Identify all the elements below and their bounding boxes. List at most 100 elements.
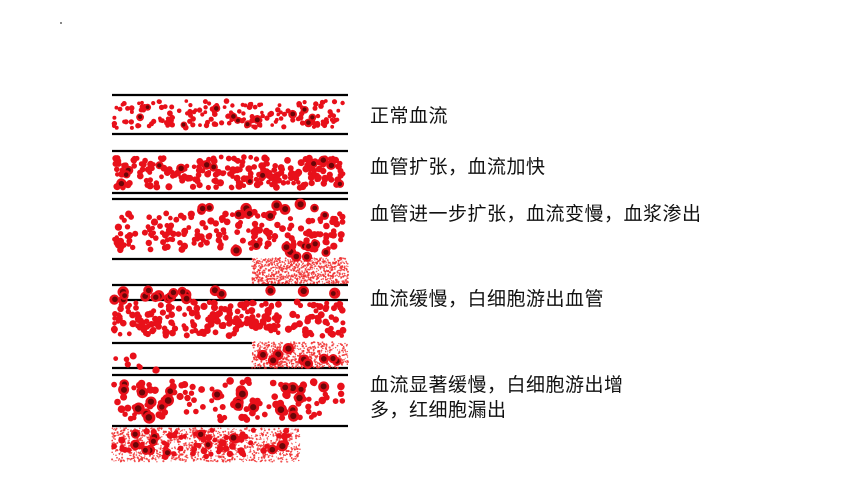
- stage-label-leukocyte-emigration: 血流缓慢，白细胞游出血管: [370, 288, 605, 310]
- plasma-speck: [324, 270, 327, 273]
- plasma-speck: [291, 443, 293, 445]
- red-blood-cell: [111, 120, 118, 127]
- plasma-speck: [245, 458, 247, 461]
- plasma-speck: [255, 276, 257, 278]
- plasma-speck: [285, 450, 288, 453]
- plasma-speck: [250, 437, 252, 439]
- plasma-speck: [275, 452, 278, 454]
- plasma-speck: [179, 440, 181, 443]
- plasma-speck: [339, 349, 341, 351]
- plasma-speck: [280, 266, 283, 269]
- plasma-speck: [200, 458, 202, 461]
- red-blood-cell: [259, 102, 264, 107]
- red-blood-cell: [147, 227, 153, 233]
- plasma-speck: [295, 264, 298, 267]
- plasma-speck: [135, 452, 138, 454]
- red-blood-cell: [124, 404, 132, 412]
- plasma-speck: [291, 428, 293, 430]
- plasma-speck: [174, 447, 176, 450]
- plasma-speck: [267, 455, 270, 457]
- red-blood-cell: [333, 302, 339, 308]
- plasma-speck: [308, 351, 311, 354]
- white-blood-cell-nucleus: [273, 202, 280, 209]
- plasma-speck: [198, 448, 200, 450]
- plasma-speck: [300, 260, 303, 263]
- plasma-speck: [325, 269, 328, 272]
- red-blood-cell: [264, 115, 270, 121]
- plasma-speck: [283, 454, 285, 457]
- red-blood-cell: [302, 100, 307, 105]
- plasma-speck: [119, 433, 122, 436]
- red-blood-cell: [243, 103, 248, 108]
- white-blood-cell-nucleus: [159, 404, 165, 410]
- red-blood-cell: [284, 157, 291, 164]
- plasma-speck: [287, 259, 289, 261]
- white-blood-cell-nucleus: [134, 405, 142, 412]
- red-blood-cell: [270, 123, 275, 127]
- red-blood-cell: [183, 409, 190, 415]
- white-blood-cell-nucleus: [306, 120, 311, 125]
- plasma-speck: [308, 272, 311, 274]
- plasma-speck: [138, 454, 141, 457]
- plasma-speck: [329, 271, 332, 274]
- plasma-speck: [316, 365, 319, 367]
- plasma-speck: [259, 267, 262, 270]
- plasma-speck: [268, 260, 271, 263]
- plasma-speck: [298, 342, 300, 344]
- red-blood-cell: [215, 231, 223, 239]
- plasma-speck: [282, 365, 284, 368]
- plasma-speck: [336, 274, 338, 276]
- plasma-speck: [324, 260, 327, 262]
- plasma-speck: [326, 263, 328, 265]
- plasma-speck: [303, 279, 306, 282]
- plasma-speck: [318, 353, 321, 356]
- red-blood-cell: [114, 223, 122, 231]
- plasma-speck: [267, 263, 270, 266]
- plasma-speck: [216, 455, 218, 457]
- plasma-speck: [253, 261, 255, 264]
- plasma-speck: [293, 429, 295, 431]
- plasma-speck: [197, 453, 199, 455]
- red-blood-cell: [165, 303, 173, 310]
- plasma-speck: [310, 352, 312, 354]
- plasma-speck: [253, 272, 256, 274]
- plasma-speck: [278, 343, 280, 345]
- red-blood-cell: [112, 321, 117, 326]
- red-blood-cell: [128, 213, 133, 218]
- plasma-speck: [258, 363, 261, 366]
- red-blood-cell: [259, 222, 265, 228]
- red-blood-cell: [311, 124, 317, 129]
- plasma-speck: [305, 345, 308, 348]
- plasma-speck: [299, 260, 302, 262]
- white-blood-cell-nucleus: [214, 391, 221, 398]
- red-blood-cell: [245, 317, 253, 325]
- plasma-speck: [301, 271, 304, 273]
- plasma-speck: [279, 273, 282, 276]
- plasma-speck: [128, 439, 130, 441]
- red-blood-cell: [169, 104, 175, 110]
- red-blood-cell: [126, 237, 133, 244]
- red-blood-cell: [207, 101, 212, 106]
- red-blood-cell: [286, 327, 292, 333]
- plasma-speck: [338, 269, 340, 272]
- white-blood-cell-nucleus: [145, 414, 153, 421]
- plasma-speck: [267, 363, 269, 365]
- plasma-speck: [334, 278, 338, 281]
- plasma-speck: [252, 260, 254, 262]
- red-blood-cell: [144, 182, 151, 188]
- red-blood-cell: [250, 427, 256, 433]
- plasma-speck: [273, 441, 276, 444]
- plasma-speck: [332, 366, 334, 368]
- plasma-speck: [278, 363, 281, 366]
- red-blood-cell: [239, 431, 246, 438]
- red-blood-cell: [262, 300, 269, 307]
- red-blood-cell: [149, 327, 156, 335]
- red-blood-cell: [309, 313, 316, 320]
- plasma-speck: [160, 428, 162, 430]
- plasma-speck: [318, 280, 321, 282]
- plasma-speck: [293, 359, 297, 362]
- white-blood-cell-nucleus: [178, 165, 184, 171]
- plasma-speck: [258, 277, 261, 279]
- plasma-speck: [274, 282, 277, 284]
- red-blood-cell: [205, 233, 212, 240]
